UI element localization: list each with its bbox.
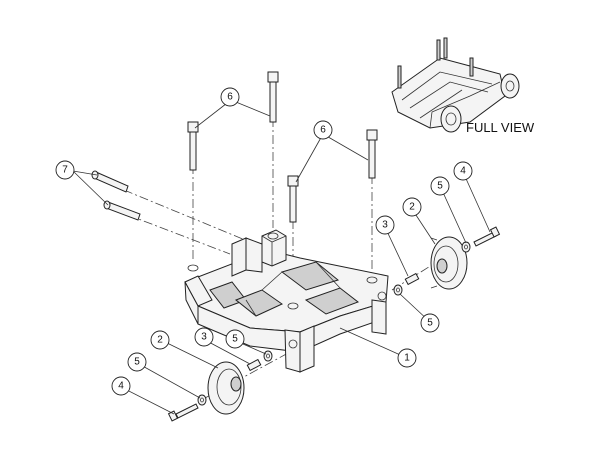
callout-5-right-bottom-label: 5 [427, 318, 433, 329]
callout-4-right: 4 [453, 161, 473, 181]
right-wheel [430, 236, 468, 290]
base-frame [184, 229, 389, 373]
front-washer-outer [197, 394, 207, 406]
callout-7-label: 7 [62, 165, 68, 176]
front-wheel [207, 361, 245, 415]
callout-6-left-label: 6 [227, 92, 233, 103]
callout-5-right-top: 5 [430, 176, 450, 196]
front-spacer [246, 358, 262, 372]
front-axle-bolt [167, 403, 199, 422]
callout-4-front-label: 4 [118, 381, 124, 392]
callout-1-label: 1 [404, 353, 410, 364]
callout-6-right: 6 [313, 120, 333, 140]
callout-5-front-top: 5 [225, 329, 245, 349]
callout-3-front: 3 [194, 327, 214, 347]
callout-7: 7 [55, 160, 75, 180]
callout-5-right-top-label: 5 [437, 181, 443, 192]
long-bolt-left [187, 121, 199, 171]
callout-2-front-label: 2 [157, 335, 163, 346]
right-washer-outer [461, 241, 471, 253]
long-bolt-front [287, 175, 299, 223]
callout-6-right-label: 6 [320, 125, 326, 136]
callout-2-front: 2 [150, 330, 170, 350]
callout-6-left: 6 [220, 87, 240, 107]
long-bolt-right [366, 129, 378, 179]
callout-3-front-label: 3 [201, 332, 207, 343]
callout-5-front-bottom-label: 5 [134, 357, 140, 368]
callout-4-right-label: 4 [460, 166, 466, 177]
right-washer-inner [393, 284, 403, 296]
right-spacer [404, 272, 420, 286]
callout-3-right-label: 3 [382, 220, 388, 231]
callout-2-right-label: 2 [409, 202, 415, 213]
long-bolt-rear [267, 71, 279, 123]
right-axle-bolt [473, 226, 501, 247]
callout-3-right: 3 [375, 215, 395, 235]
front-washer-inner [263, 350, 273, 362]
callout-5-right-bottom: 5 [420, 313, 440, 333]
callout-5-front-top-label: 5 [232, 334, 238, 345]
callout-2-right: 2 [402, 197, 422, 217]
pin-lower [103, 200, 141, 221]
full-view-label: FULL VIEW [466, 120, 535, 135]
callout-4-front: 4 [111, 376, 131, 396]
full-view-inset: FULL VIEW [391, 37, 535, 135]
callout-1: 1 [397, 348, 417, 368]
callout-5-front-bottom: 5 [127, 352, 147, 372]
pin-upper [91, 170, 129, 193]
